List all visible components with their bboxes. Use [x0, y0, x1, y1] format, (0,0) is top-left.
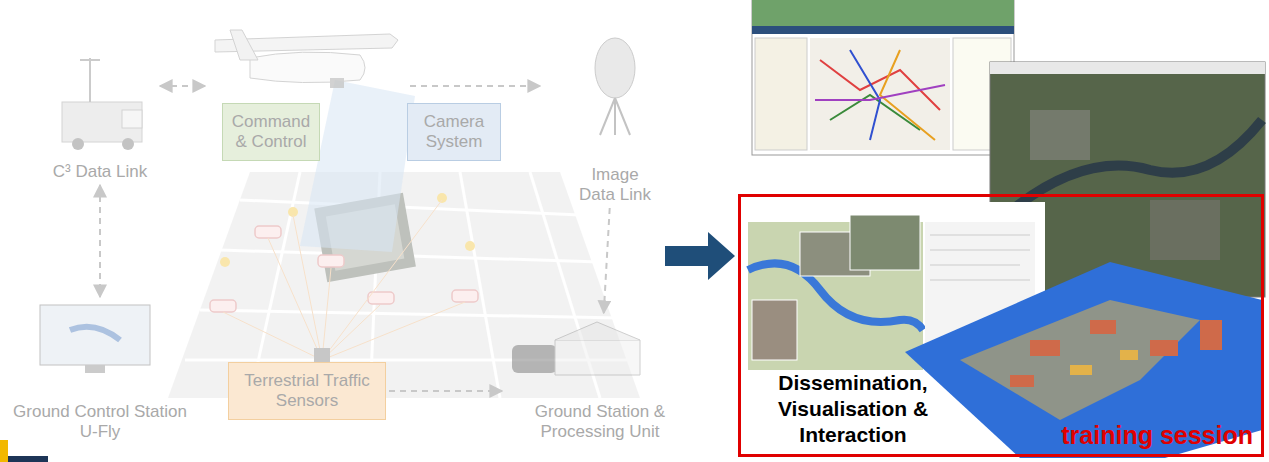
- monitor-icon: [40, 305, 150, 373]
- frame-tag: training session: [1061, 421, 1253, 450]
- flow-arrow: [665, 232, 735, 280]
- dashed-connector: [604, 208, 610, 313]
- dashed-connector: [389, 390, 502, 392]
- highlight-frame: Dissemination, Visualisation & Interacti…: [738, 194, 1264, 457]
- component-caption: C³ Data Link: [35, 162, 165, 182]
- dashed-connector: [99, 185, 101, 297]
- process-box: Command & Control: [222, 103, 320, 161]
- ground-station-icon: [512, 322, 640, 375]
- flood-3d-model: [905, 262, 1262, 458]
- component-caption: Image Data Link: [575, 165, 655, 205]
- component-caption: Ground Station & Processing Unit: [510, 402, 690, 442]
- ground-control-station: Ground Control Station U-Fly: [0, 300, 200, 442]
- van-icon: [62, 58, 142, 150]
- box-label: Command & Control: [229, 112, 313, 152]
- component-caption: Ground Control Station U-Fly: [5, 402, 195, 442]
- frame-title: Dissemination, Visualisation & Interacti…: [763, 370, 943, 448]
- screenshot-top: [752, 0, 1014, 155]
- ground-station: Ground Station & Processing Unit: [505, 316, 695, 442]
- box-label: Camera System: [414, 112, 494, 152]
- aircraft: [215, 30, 398, 88]
- data-link-station: C³ Data Link: [30, 50, 170, 182]
- box-label: Terrestrial Traffic Sensors: [235, 371, 379, 411]
- data-link-station: Image Data Link: [545, 25, 685, 205]
- process-box: Camera System: [407, 103, 501, 161]
- process-box: Terrestrial Traffic Sensors: [228, 362, 386, 420]
- antenna-icon: [595, 38, 635, 135]
